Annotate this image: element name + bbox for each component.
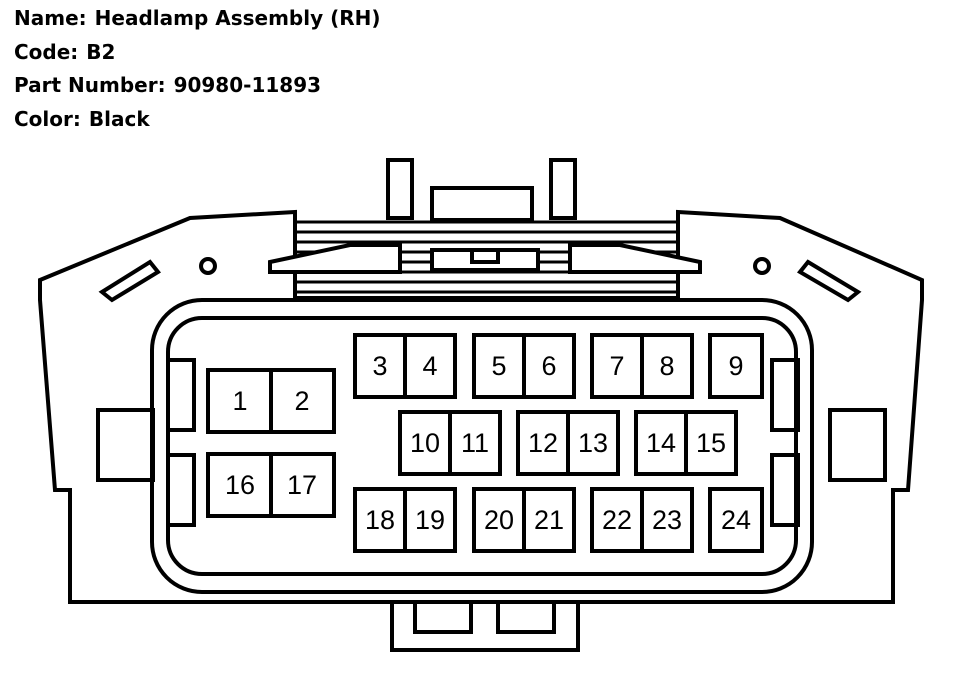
right-inner-tab-bottom bbox=[770, 453, 800, 527]
part-number-key: Part Number: bbox=[14, 73, 166, 97]
cavity-8: 8 bbox=[659, 351, 674, 381]
cavity-20: 20 bbox=[484, 505, 514, 535]
left-inner-tab-bottom bbox=[166, 453, 196, 527]
right-lock-post bbox=[549, 158, 577, 220]
right-flange-slot bbox=[796, 259, 862, 303]
right-mount-hole bbox=[753, 257, 771, 275]
cavity-23: 23 bbox=[652, 505, 682, 535]
name-value: Headlamp Assembly (RH) bbox=[94, 6, 381, 30]
cavity-22: 22 bbox=[602, 505, 632, 535]
part-number-line: Part Number: 90980-11893 bbox=[14, 69, 381, 103]
cavity-5: 5 bbox=[491, 351, 506, 381]
cavity-13: 13 bbox=[578, 428, 608, 458]
code-value: B2 bbox=[86, 39, 116, 64]
code-line: Code: B2 bbox=[14, 36, 381, 70]
cavity-11: 11 bbox=[461, 428, 489, 458]
name-key: Name: bbox=[14, 6, 87, 30]
cavity-group-24 bbox=[708, 487, 764, 553]
cavity-12: 12 bbox=[528, 428, 558, 458]
cavity-9: 9 bbox=[728, 351, 743, 381]
part-number-value: 90980-11893 bbox=[173, 73, 322, 97]
left-flange-slot bbox=[98, 259, 161, 303]
cavity-2: 2 bbox=[294, 386, 309, 416]
color-key: Color: bbox=[14, 106, 81, 131]
lock-arm-left bbox=[268, 243, 402, 274]
left-lock-post bbox=[386, 158, 414, 220]
left-inner-tab-top bbox=[166, 358, 196, 432]
left-side-tab bbox=[96, 408, 155, 482]
bottom-latch bbox=[390, 602, 580, 652]
cavity-24: 24 bbox=[721, 505, 751, 535]
right-inner-tab-top bbox=[770, 358, 800, 432]
cavity-15: 15 bbox=[696, 428, 726, 458]
bottom-latch-slot-left bbox=[413, 600, 473, 634]
cavity-7: 7 bbox=[609, 351, 624, 381]
cavity-21: 21 bbox=[534, 505, 564, 535]
cavity-19: 19 bbox=[415, 505, 445, 535]
cavity-18: 18 bbox=[365, 505, 395, 535]
right-side-tab bbox=[828, 408, 887, 482]
color-value: Black bbox=[88, 106, 150, 131]
cavity-group-9 bbox=[708, 333, 764, 399]
cavity-grid bbox=[206, 333, 764, 553]
color-line: Color: Black bbox=[14, 103, 381, 137]
lock-center-notch bbox=[470, 248, 500, 264]
cavity-4: 4 bbox=[422, 351, 437, 381]
cavity-6: 6 bbox=[541, 351, 556, 381]
lock-bridge bbox=[430, 186, 534, 222]
face-inner-ring bbox=[166, 316, 798, 576]
cavity-3: 3 bbox=[372, 351, 387, 381]
cavity-16: 16 bbox=[225, 470, 255, 500]
bottom-latch-slot-right bbox=[496, 600, 556, 634]
code-key: Code: bbox=[14, 39, 79, 64]
lock-arm-right bbox=[568, 243, 702, 274]
name-line: Name: Headlamp Assembly (RH) bbox=[14, 2, 381, 36]
cavity-1: 1 bbox=[232, 386, 247, 416]
cavity-14: 14 bbox=[646, 428, 676, 458]
connector-info: Name: Headlamp Assembly (RH) Code: B2 Part… bbox=[14, 2, 381, 136]
left-mount-hole bbox=[199, 257, 217, 275]
cavity-17: 17 bbox=[287, 470, 317, 500]
cavity-10: 10 bbox=[410, 428, 440, 458]
